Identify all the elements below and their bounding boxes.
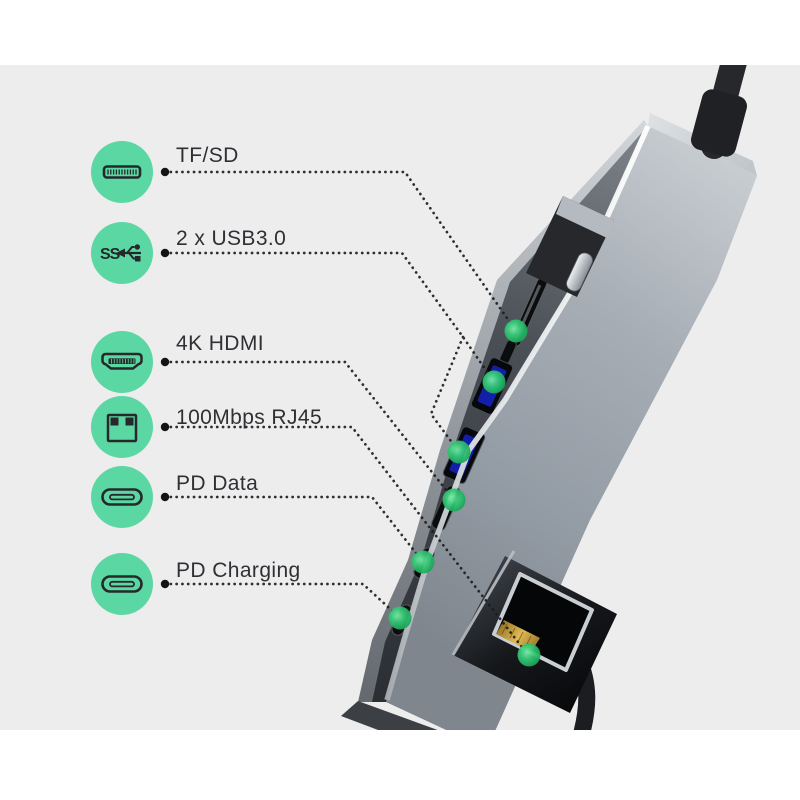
callout-line-rj45 — [163, 425, 530, 657]
feature-label: 100Mbps RJ45 — [176, 406, 323, 429]
cable-strain-relief — [691, 89, 747, 157]
rj45-cavity — [492, 572, 594, 672]
svg-text:SS: SS — [100, 246, 121, 263]
callout-line-hdmi — [163, 360, 456, 502]
feature-badge — [91, 331, 153, 393]
feature-label: TF/SD — [176, 144, 239, 167]
feature-badge: SS — [91, 222, 153, 284]
marker-usb3-1 — [482, 370, 506, 394]
feature-label: PD Charging — [176, 559, 301, 582]
hub-front-face — [386, 126, 757, 730]
feature-badge — [91, 396, 153, 458]
rj45-ethernet-port — [451, 550, 617, 713]
port-markers — [388, 319, 541, 667]
marker-hdmi — [442, 488, 466, 512]
usb3-trident-icon: SS — [100, 244, 141, 263]
callout-line-usb3-b — [429, 335, 465, 454]
usb-c-plug-tip — [566, 252, 593, 292]
marker-sd-slot — [504, 319, 528, 343]
feature-label: 4K HDMI — [176, 332, 264, 355]
marker-pd-charging — [388, 606, 412, 630]
callout-line-pd-data — [163, 495, 425, 564]
hdmi-connector-icon — [101, 352, 143, 370]
marker-rj45 — [517, 643, 541, 667]
callout-lines — [163, 170, 530, 657]
feature-label: PD Data — [176, 472, 259, 495]
usb-c-connector-icon — [101, 488, 143, 506]
usb-c-connector-icon — [101, 575, 143, 593]
feature-badge — [91, 553, 153, 615]
marker-pd-data — [411, 550, 435, 574]
callout-line-usb3-a — [163, 251, 496, 384]
usb-c-plug-cap — [556, 196, 614, 238]
feature-label: 2 x USB3.0 — [176, 227, 287, 250]
feature-badge — [91, 466, 153, 528]
usb-cable — [691, 65, 747, 159]
marker-usb3-2 — [447, 440, 471, 464]
callout-line-tf-sd — [163, 170, 518, 333]
rj45-jack-icon — [106, 413, 138, 443]
sd-card-slot-icon — [102, 165, 142, 179]
feature-badge — [91, 141, 153, 203]
callout-bullets — [160, 167, 170, 589]
hub-bottom-cap — [341, 701, 438, 730]
callout-line-pd-charging — [163, 582, 402, 620]
usb-c-plug — [526, 196, 614, 297]
